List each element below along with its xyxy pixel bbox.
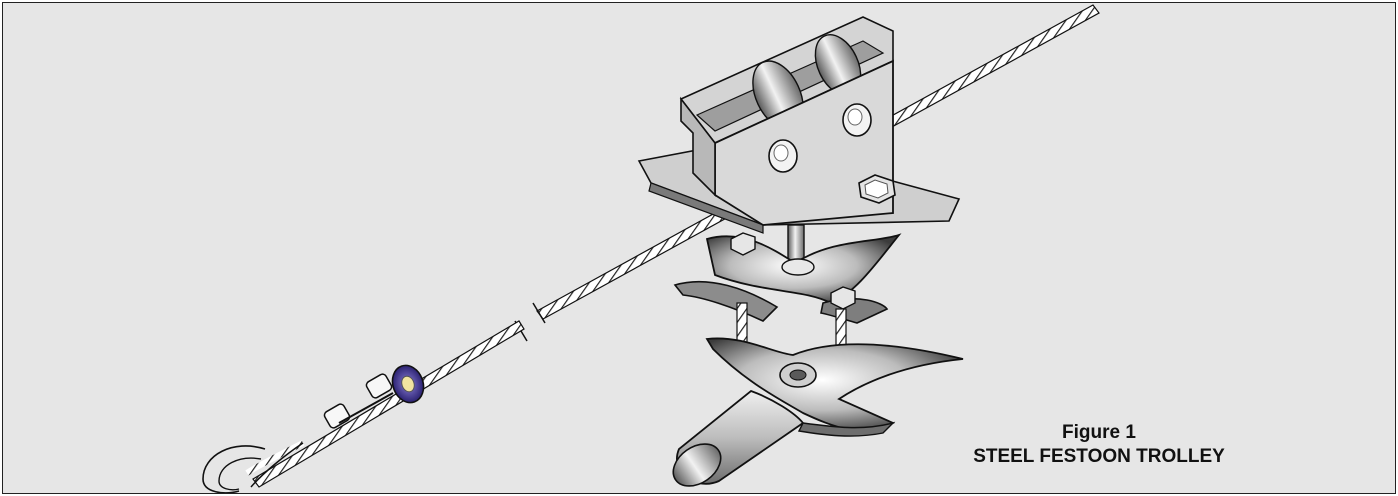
- steel-cable: [252, 4, 1100, 488]
- saddle-clamp: [672, 232, 964, 487]
- festoon-trolley-illustration: [202, 4, 1100, 493]
- figure-caption: Figure 1 STEEL FESTOON TROLLEY: [909, 421, 1289, 469]
- cable-clamp: [323, 373, 394, 429]
- bolt: [842, 103, 872, 137]
- figure-title: STEEL FESTOON TROLLEY: [973, 446, 1225, 467]
- trolley-body: [637, 16, 961, 234]
- bolt: [768, 139, 798, 173]
- figure-number: Figure 1: [1062, 422, 1136, 443]
- cable-eye-hook: [202, 440, 305, 493]
- hex-nut: [858, 174, 896, 204]
- cable-end-thimble: [391, 364, 425, 404]
